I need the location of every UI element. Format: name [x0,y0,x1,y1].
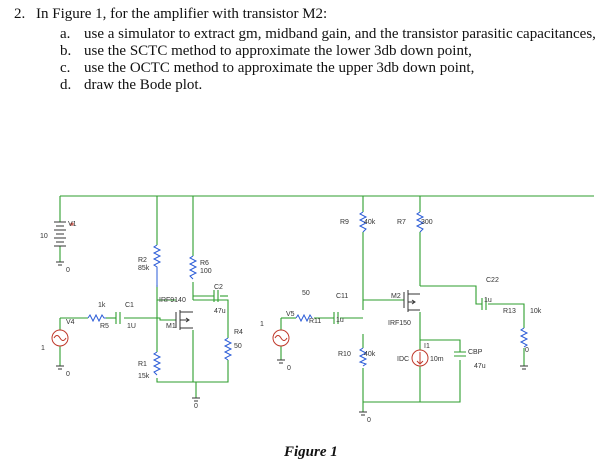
item-label: c. [60,60,71,76]
resistor-r7 [415,211,425,233]
label-r13: R13 [503,308,516,315]
figure-caption: Figure 1 [284,444,338,460]
item-label: a. [60,26,71,42]
label-node-0: 0 [194,403,198,410]
item-text: use the SCTC method to approximate the l… [84,43,472,59]
label-node-0: 0 [66,267,70,274]
resistor-r2 [152,244,162,287]
label-r7-value: 300 [421,219,433,226]
resistor-r13 [519,327,529,348]
capacitor-c1 [115,312,121,324]
battery-v1 [54,221,66,247]
label-r1: R1 [138,361,147,368]
question-number: 2. [14,6,26,22]
label-r10: R10 [338,351,351,358]
label-node-0: 0 [66,371,70,378]
question-item-d: d. draw the Bode plot. [60,77,202,94]
label-r7: R7 [397,219,406,226]
label-m1: M1 [166,323,176,330]
label-r10-value: 40k [364,351,376,358]
capacitor-c22 [481,298,487,310]
label-i1-type: IDC [397,356,409,363]
label-v5-value: 1 [260,321,264,328]
resistor-r1 [152,351,162,376]
label-i1-value: 10m [430,356,444,363]
label-c11: C11 [336,293,348,300]
question-item-b: b. use the SCTC method to approximate the… [60,43,472,60]
component-labels: V1 10 0 R2 85k R6 100 C2 47u IRF9140 M1 … [40,219,542,424]
label-r6: R6 [200,260,209,267]
resistor-r5 [87,313,106,323]
item-text: draw the Bode plot. [84,77,203,93]
label-r6-value: 100 [200,268,212,275]
question-item-a: a. use a simulator to extract gm, midband… [60,26,596,43]
label-c2-value: 47u [214,308,226,315]
capacitor-c11 [333,312,339,324]
label-r9: R9 [340,219,349,226]
label-c22: C22 [486,277,499,284]
label-m2: M2 [391,293,401,300]
ground-symbol [56,365,64,370]
source-v4 [51,329,69,347]
current-source-i1 [411,349,429,367]
label-r2: R2 [138,257,147,264]
question-item-c: c. use the OCTC method to approximate the… [60,60,474,77]
question-text: In Figure 1, for the amplifier with tran… [36,6,328,22]
transistor-m1 [175,310,193,330]
resistor-r6 [188,255,198,280]
label-m1-part: IRF9140 [159,297,186,304]
label-i1: I1 [424,343,430,350]
label-r11-value: 50 [302,290,310,297]
item-label: b. [60,43,72,59]
ground-symbol [520,365,528,370]
capacitor-c2 [213,290,219,302]
label-r5-value: 1k [98,302,106,309]
item-label: d. [60,77,72,93]
label-m2-part: IRF150 [388,320,411,327]
label-cbp-value: 47u [474,363,486,370]
label-r5: R5 [100,323,109,330]
label-r9-value: 40k [364,219,376,226]
wiring-right-stage [280,196,525,412]
label-v1-value: 10 [40,233,48,240]
label-cbp: CBP [468,349,483,356]
resistor-r11 [295,313,313,323]
label-v5: V5 [286,311,295,318]
ground-symbol [277,359,285,364]
label-r4-value: 50 [234,343,242,350]
resistor-r9 [358,211,368,233]
label-r11: R11 [309,318,321,325]
ground-symbol [56,261,64,266]
label-v4-value: 1 [41,345,45,352]
source-v5 [272,329,290,347]
component-symbols [51,211,529,416]
label-r4: R4 [234,329,243,336]
capacitor-cbp [454,351,466,357]
label-c11-value: 1u [336,317,344,324]
label-c1-value: 1U [127,323,136,330]
ground-symbol [192,397,200,402]
label-r2-value: 85k [138,265,150,272]
item-text: use a simulator to extract gm, midband g… [84,26,596,42]
resistor-r10 [358,347,368,367]
label-c2: C2 [214,284,223,291]
label-r13-value: 10k [530,308,542,315]
label-node-0: 0 [525,347,529,354]
ground-symbol [359,411,367,416]
label-c1: C1 [125,302,134,309]
item-text: use the OCTC method to approximate the u… [84,60,475,76]
label-node-0: 0 [287,365,291,372]
label-r1-value: 15k [138,373,150,380]
label-v1: V1 [68,221,77,228]
wiring-left-stage [59,195,594,398]
transistor-m2 [403,290,420,312]
label-v4: V4 [66,319,75,326]
resistor-r4 [223,337,233,361]
label-node-0: 0 [367,417,371,424]
label-c22-value: 1u [484,297,492,304]
